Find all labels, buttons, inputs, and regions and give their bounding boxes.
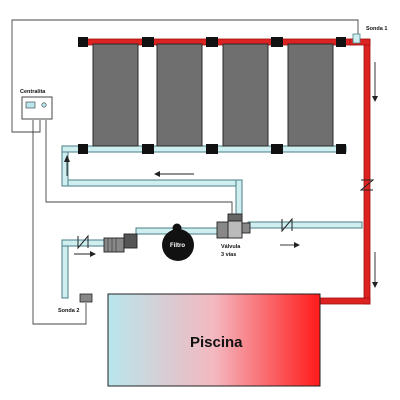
connector (336, 37, 346, 47)
connector (142, 144, 154, 154)
wire-sensor1 (11, 19, 359, 133)
pool-label: Piscina (190, 334, 243, 351)
check-valve-symbol (77, 234, 89, 250)
valve-right-body (241, 222, 251, 234)
connector (271, 144, 283, 154)
pipe-connectors (78, 37, 346, 154)
solar-panel (287, 43, 334, 147)
wire-valve-control (45, 120, 233, 216)
filter-label: Filtro (170, 243, 185, 249)
pump-body (103, 237, 125, 253)
valve-actuator (227, 213, 243, 222)
pipe-hot-return-vertical (363, 39, 371, 305)
sensor-wires (11, 19, 359, 325)
solar-panel (92, 43, 139, 147)
valve-center (227, 219, 243, 239)
solar-panel (222, 43, 269, 147)
connector (142, 37, 154, 47)
wire-sensor2 (32, 120, 87, 325)
pipe-hot-return-horizontal (317, 297, 371, 305)
connector (271, 37, 283, 47)
sensor1-probe (352, 33, 361, 44)
cold-water-pipes (61, 145, 363, 299)
controller-knob (41, 102, 47, 108)
check-valve-symbol (359, 179, 375, 191)
check-valve-pump-line (77, 234, 89, 250)
check-valve-hot-line (359, 179, 375, 191)
pipe-bottom-manifold (61, 145, 347, 153)
arrow-down-hot-upper (372, 62, 378, 102)
pool (107, 293, 321, 387)
solar-panels (92, 43, 334, 147)
arrow-right-bypass (280, 242, 300, 248)
pipe-pool-to-pump-vertical (61, 239, 69, 299)
valve-label-line2: 3 vías (221, 252, 236, 258)
connector (78, 37, 88, 47)
pipe-valve-to-panels-horizontal (61, 179, 243, 187)
check-valve-bypass-line (281, 217, 293, 233)
sensor2-label: Sonda 2 (58, 308, 79, 314)
sensor1-label: Sonda 1 (366, 26, 387, 32)
controller (21, 96, 53, 120)
arrow-right-pump (74, 251, 96, 257)
check-valve-symbol (281, 217, 293, 233)
pipe-bypass-to-pool (247, 221, 363, 229)
pump (103, 233, 138, 253)
connector (206, 144, 218, 154)
solar-panel (156, 43, 203, 147)
pump-outlet (123, 233, 138, 249)
connector (336, 144, 346, 154)
valve-left-body (216, 221, 230, 239)
arrow-down-hot-lower (372, 252, 378, 288)
valve-label-line1: Válvula (221, 244, 241, 250)
connector (206, 37, 218, 47)
sensor2-probe (79, 293, 93, 303)
filter (162, 223, 194, 261)
flow-arrows (64, 62, 378, 288)
connector (78, 144, 88, 154)
controller-display (25, 101, 36, 109)
arrow-left-return (154, 171, 194, 177)
filter-tank (162, 229, 194, 261)
three-way-valve (216, 213, 251, 239)
arrow-up-return (64, 155, 70, 176)
controller-label: Centralita (20, 89, 46, 95)
